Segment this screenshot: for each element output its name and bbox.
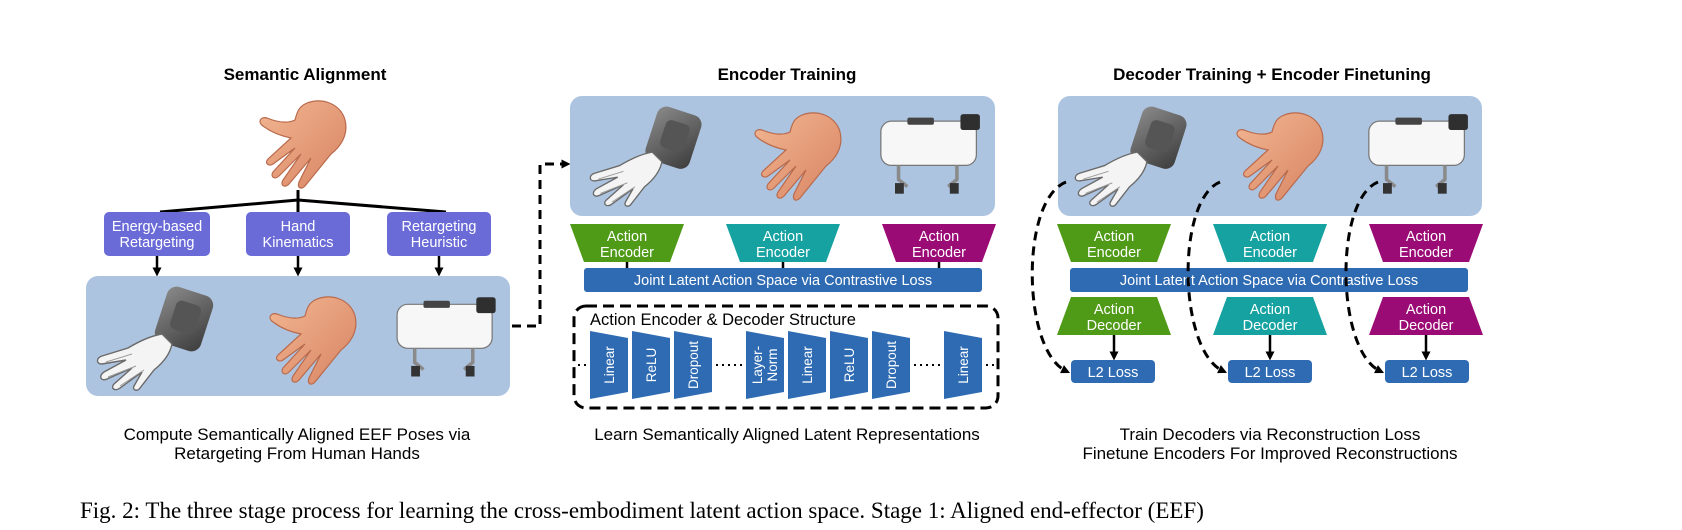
panel2-title: Encoder Training xyxy=(718,65,857,84)
action-encoder-human-hand: Action Encoder xyxy=(1213,224,1327,262)
svg-text:Heuristic: Heuristic xyxy=(411,235,467,251)
l2-loss-human-hand: L2 Loss xyxy=(1228,360,1312,383)
human-hand-image xyxy=(259,100,347,189)
action-encoder-gripper: Action Encoder xyxy=(882,224,996,262)
svg-text:Action: Action xyxy=(1406,302,1446,318)
joint-latent-space-bar: Joint Latent Action Space via Contrastiv… xyxy=(584,268,982,292)
svg-text:L2 Loss: L2 Loss xyxy=(1088,365,1139,381)
panel-semantic-alignment: Semantic Alignment Energy-based Retarget… xyxy=(86,65,510,463)
retargeting-tree-lines xyxy=(159,190,447,214)
svg-text:Retargeting: Retargeting xyxy=(402,219,477,235)
svg-text:ReLU: ReLU xyxy=(644,348,659,383)
layer-layernorm: Layer- Norm xyxy=(746,331,784,399)
layer-dropout-1: Dropout xyxy=(674,331,712,399)
svg-text:Linear: Linear xyxy=(800,346,815,384)
encoder-to-latent-connectors xyxy=(625,262,941,268)
svg-text:L2 Loss: L2 Loss xyxy=(1245,365,1296,381)
panel3-title: Decoder Training + Encoder Finetuning xyxy=(1113,65,1431,84)
svg-text:L2 Loss: L2 Loss xyxy=(1402,365,1453,381)
svg-text:Joint Latent Action Space via: Joint Latent Action Space via Contrastiv… xyxy=(1120,273,1418,289)
svg-text:ReLU: ReLU xyxy=(842,348,857,383)
svg-text:Action: Action xyxy=(919,229,959,245)
svg-text:Encoder: Encoder xyxy=(1243,245,1297,261)
svg-text:Decoder: Decoder xyxy=(1243,318,1298,334)
panel-decoder-training: Decoder Training + Encoder Finetuning Ac… xyxy=(1030,65,1483,463)
decoder-to-loss-arrows xyxy=(1109,335,1431,361)
joint-latent-space-bar: Joint Latent Action Space via Contrastiv… xyxy=(1070,268,1468,292)
figure-caption: Fig. 2: The three stage process for lear… xyxy=(80,498,1204,523)
layer-dropout-2: Dropout xyxy=(872,331,910,399)
panel2-caption: Learn Semantically Aligned Latent Repres… xyxy=(594,425,980,444)
action-encoder-robot-hand: Action Encoder xyxy=(1057,224,1171,262)
action-decoder-robot-hand: Action Decoder xyxy=(1057,297,1171,335)
svg-text:Encoder: Encoder xyxy=(1399,245,1453,261)
encoder-decoder-structure: Action Encoder & Decoder Structure Linea… xyxy=(572,304,1000,410)
svg-text:Action: Action xyxy=(1250,229,1290,245)
action-encoder-robot-hand: Action Encoder xyxy=(570,224,684,262)
svg-text:Encoder: Encoder xyxy=(600,245,654,261)
retarget-arrows xyxy=(152,256,444,277)
panel1-caption-line1: Compute Semantically Aligned EEF Poses v… xyxy=(124,425,471,444)
panel3-caption-line1: Train Decoders via Reconstruction Loss xyxy=(1120,425,1421,444)
panel1-caption-line2: Retargeting From Human Hands xyxy=(174,444,420,463)
action-encoder-gripper: Action Encoder xyxy=(1369,224,1483,262)
svg-text:Retargeting: Retargeting xyxy=(120,235,195,251)
stage-connector-arrow xyxy=(512,159,571,328)
layer-relu-1: ReLU xyxy=(632,331,670,399)
retarget-box-kinematics: Hand Kinematics xyxy=(246,212,350,256)
svg-text:Decoder: Decoder xyxy=(1399,318,1454,334)
svg-text:Linear: Linear xyxy=(956,346,971,384)
svg-text:Linear: Linear xyxy=(602,346,617,384)
layer-linear-2: Linear xyxy=(788,331,826,399)
svg-text:Action: Action xyxy=(1094,229,1134,245)
svg-text:Dropout: Dropout xyxy=(686,341,701,389)
svg-text:Joint Latent Action Space via: Joint Latent Action Space via Contrastiv… xyxy=(634,273,932,289)
svg-text:Action: Action xyxy=(1094,302,1134,318)
svg-text:Hand: Hand xyxy=(281,219,316,235)
panel1-title: Semantic Alignment xyxy=(224,65,387,84)
retarget-box-heuristic: Retargeting Heuristic xyxy=(387,212,491,256)
action-encoder-human-hand: Action Encoder xyxy=(726,224,840,262)
retarget-box-energy: Energy-based Retargeting xyxy=(104,212,210,256)
layer-relu-2: ReLU xyxy=(830,331,868,399)
svg-text:Action: Action xyxy=(763,229,803,245)
l2-loss-robot-hand: L2 Loss xyxy=(1071,360,1155,383)
svg-text:Encoder: Encoder xyxy=(912,245,966,261)
panel3-caption-line2: Finetune Encoders For Improved Reconstru… xyxy=(1082,444,1457,463)
panel-encoder-training: Encoder Training Action Encoder Action E… xyxy=(570,65,1000,444)
svg-text:Energy-based: Energy-based xyxy=(112,219,202,235)
action-decoder-gripper: Action Decoder xyxy=(1369,297,1483,335)
svg-text:Action: Action xyxy=(1406,229,1446,245)
svg-text:Action: Action xyxy=(607,229,647,245)
svg-text:Kinematics: Kinematics xyxy=(263,235,334,251)
l2-loss-gripper: L2 Loss xyxy=(1385,360,1469,383)
ground-truth-dashed-arrows xyxy=(1030,180,1385,374)
action-decoder-human-hand: Action Decoder xyxy=(1213,297,1327,335)
layer-linear-1: Linear xyxy=(590,331,628,399)
structure-title: Action Encoder & Decoder Structure xyxy=(590,311,856,329)
svg-text:Dropout: Dropout xyxy=(884,341,899,389)
svg-text:Norm: Norm xyxy=(765,349,780,382)
svg-text:Encoder: Encoder xyxy=(756,245,810,261)
svg-text:Encoder: Encoder xyxy=(1087,245,1141,261)
layer-linear-3: Linear xyxy=(944,331,982,399)
svg-text:Decoder: Decoder xyxy=(1087,318,1142,334)
svg-text:Action: Action xyxy=(1250,302,1290,318)
svg-text:Layer-: Layer- xyxy=(750,346,765,384)
